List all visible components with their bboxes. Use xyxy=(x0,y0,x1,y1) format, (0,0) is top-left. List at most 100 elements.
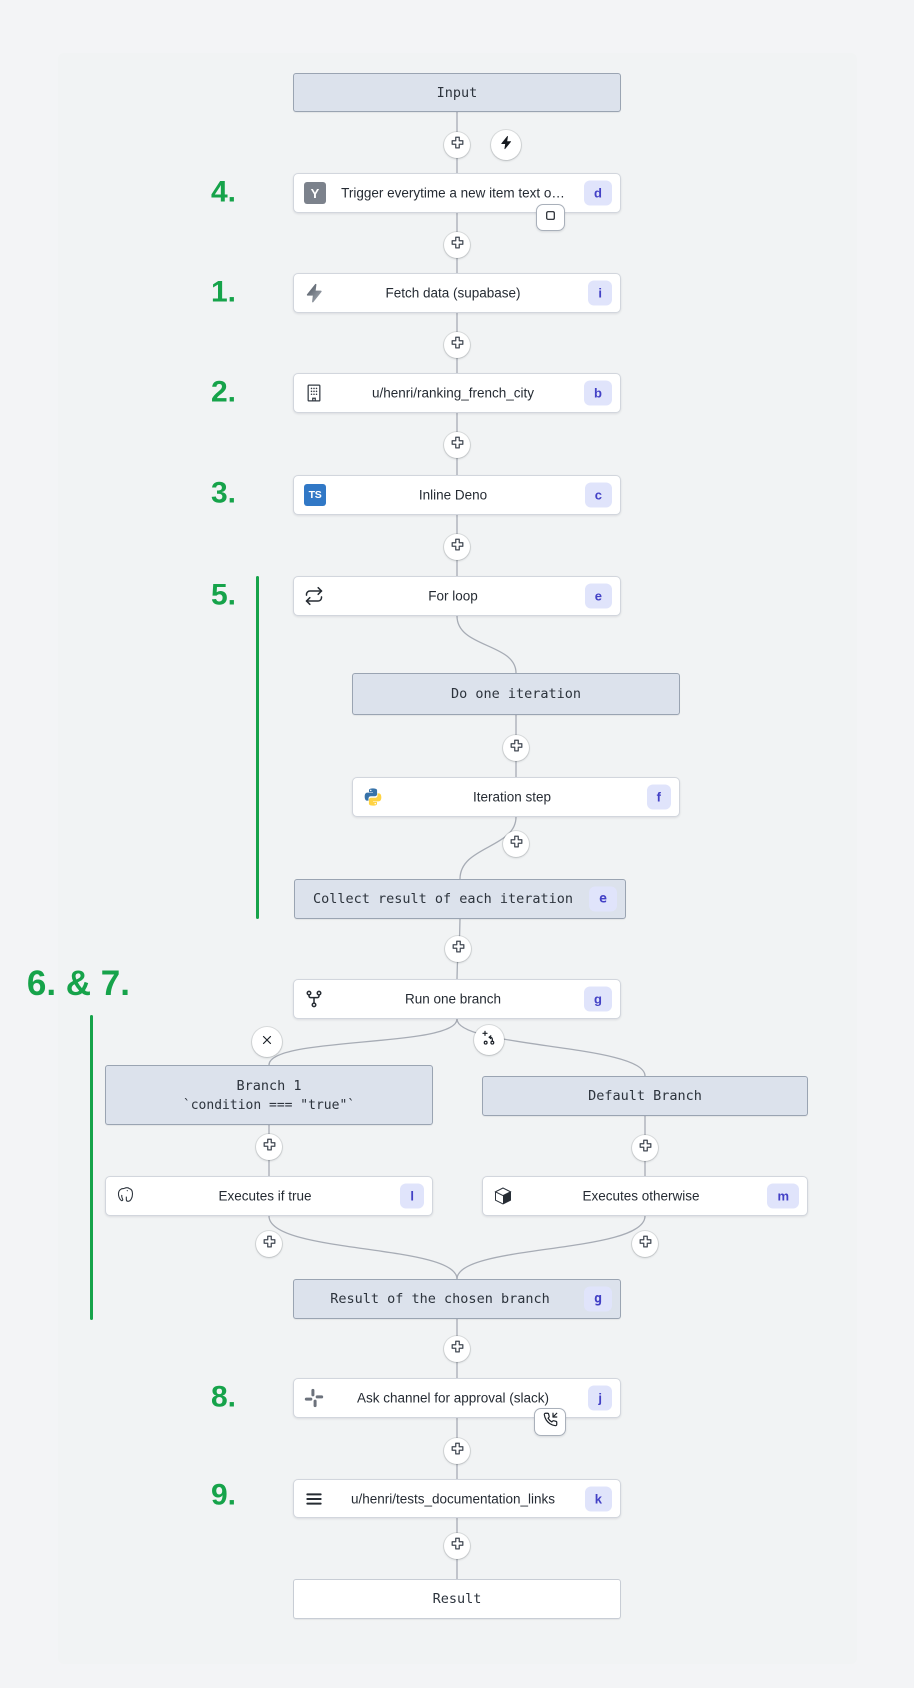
annotation-3: 3. xyxy=(210,476,236,510)
slack-icon xyxy=(304,1388,324,1408)
node-otherwise-label: Executes otherwise xyxy=(582,1188,700,1204)
input-box[interactable]: Input xyxy=(293,73,621,112)
add-branch-button[interactable] xyxy=(474,1025,504,1055)
node-otherwise-badge: m xyxy=(767,1183,799,1209)
add-step-button[interactable] xyxy=(503,735,529,761)
add-step-button[interactable] xyxy=(256,1231,282,1257)
node-ranking-label: u/henri/ranking_french_city xyxy=(371,385,535,401)
add-step-button[interactable] xyxy=(503,831,529,857)
node-slack-label: Ask channel for approval (slack) xyxy=(356,1390,550,1406)
add-step-button[interactable] xyxy=(256,1134,282,1160)
repeat-icon xyxy=(304,586,324,606)
annotation-1: 1. xyxy=(210,275,236,309)
default-branch-box[interactable]: Default Branch xyxy=(482,1076,808,1116)
plus-icon xyxy=(638,1234,653,1254)
chosen-result-label: Result of the chosen branch xyxy=(330,1291,550,1307)
plus-icon xyxy=(450,1339,465,1359)
plus-icon xyxy=(262,1234,277,1254)
remove-branch-button[interactable] xyxy=(252,1027,282,1057)
add-step-button[interactable] xyxy=(444,332,470,358)
plus-icon xyxy=(638,1138,653,1158)
node-iteration-badge: f xyxy=(646,784,671,810)
annotation-8: 8. xyxy=(210,1380,236,1414)
node-ranking[interactable]: u/henri/ranking_french_city b xyxy=(293,373,621,413)
node-slack[interactable]: Ask channel for approval (slack) j xyxy=(293,1378,621,1418)
node-docs[interactable]: u/henri/tests_documentation_links k xyxy=(293,1479,621,1518)
annotation-5: 5. xyxy=(210,578,236,612)
add-step-button[interactable] xyxy=(444,232,470,258)
node-forloop-label: For loop xyxy=(428,588,478,604)
suspend-approval-button[interactable] xyxy=(534,1408,566,1436)
node-iteration-label: Iteration step xyxy=(472,789,552,805)
node-trigger[interactable]: Y Trigger everytime a new item text o… d xyxy=(293,173,621,213)
node-forloop[interactable]: For loop e xyxy=(293,576,621,616)
phone-incoming-icon xyxy=(543,1412,558,1432)
node-trigger-badge: d xyxy=(584,180,612,206)
add-step-button[interactable] xyxy=(444,132,470,158)
hackernews-icon: Y xyxy=(304,182,326,204)
add-step-button[interactable] xyxy=(445,936,471,962)
annotation-2: 2. xyxy=(210,375,236,409)
early-stop-button[interactable] xyxy=(536,204,565,231)
postgresql-icon xyxy=(116,1186,136,1206)
collect-result-badge: e xyxy=(589,886,617,912)
branch-icon xyxy=(304,989,324,1009)
building-icon xyxy=(304,383,324,403)
cube-icon xyxy=(493,1186,513,1206)
menu-lines-icon xyxy=(304,1489,324,1509)
add-step-button[interactable] xyxy=(444,1336,470,1362)
node-forloop-badge: e xyxy=(584,583,612,609)
node-branchall-label: Run one branch xyxy=(404,991,502,1007)
branch1-box[interactable]: Branch 1 `condition === "true"` xyxy=(105,1065,433,1125)
plus-icon xyxy=(509,834,524,854)
plus-icon xyxy=(509,738,524,758)
plus-icon xyxy=(450,1536,465,1556)
do-one-iteration-label: Do one iteration xyxy=(450,686,582,702)
node-deno-label: Inline Deno xyxy=(418,487,488,503)
node-iftrue-label: Executes if true xyxy=(218,1188,312,1204)
node-deno-badge: c xyxy=(584,482,612,508)
annotation-4: 4. xyxy=(210,175,236,209)
node-fetch-badge: i xyxy=(588,280,612,306)
node-slack-badge: j xyxy=(588,1385,612,1411)
plus-icon xyxy=(451,939,466,959)
node-deno[interactable]: TS Inline Deno c xyxy=(293,475,621,515)
collect-result-box[interactable]: Collect result of each iteration e xyxy=(294,879,626,919)
collect-result-label: Collect result of each iteration xyxy=(312,891,574,907)
add-step-button[interactable] xyxy=(444,432,470,458)
stop-square-icon xyxy=(544,209,557,227)
result-box[interactable]: Result xyxy=(293,1579,621,1619)
annotation-6-7: 6. & 7. xyxy=(26,964,130,1004)
branch1-condition: `condition === "true"` xyxy=(182,1097,356,1113)
add-step-button[interactable] xyxy=(444,1533,470,1559)
plus-icon xyxy=(450,1441,465,1461)
add-trigger-button[interactable] xyxy=(491,130,521,160)
result-box-label: Result xyxy=(432,1591,482,1607)
node-fetch[interactable]: Fetch data (supabase) i xyxy=(293,273,621,313)
plus-icon xyxy=(450,435,465,455)
annotation-9: 9. xyxy=(210,1478,236,1512)
do-one-iteration-box[interactable]: Do one iteration xyxy=(352,673,680,715)
plus-icon xyxy=(450,135,465,155)
input-box-label: Input xyxy=(436,84,478,101)
close-icon xyxy=(260,1033,274,1052)
annotation-line-branches xyxy=(90,1015,93,1320)
node-branchall[interactable]: Run one branch g xyxy=(293,979,621,1019)
add-step-button[interactable] xyxy=(444,534,470,560)
plus-icon xyxy=(450,335,465,355)
plus-icon xyxy=(450,235,465,255)
annotation-line-loop xyxy=(256,576,259,919)
node-iteration[interactable]: Iteration step f xyxy=(352,777,680,817)
chosen-result-badge: g xyxy=(584,1286,612,1312)
node-iftrue[interactable]: Executes if true l xyxy=(105,1176,433,1216)
add-step-button[interactable] xyxy=(632,1231,658,1257)
node-otherwise[interactable]: Executes otherwise m xyxy=(482,1176,808,1216)
add-step-button[interactable] xyxy=(444,1438,470,1464)
node-ranking-badge: b xyxy=(584,380,612,406)
chosen-result-box[interactable]: Result of the chosen branch g xyxy=(293,1279,621,1319)
branch1-title: Branch 1 xyxy=(236,1077,302,1094)
node-docs-badge: k xyxy=(584,1486,612,1511)
plus-icon xyxy=(450,537,465,557)
add-step-button[interactable] xyxy=(632,1135,658,1161)
